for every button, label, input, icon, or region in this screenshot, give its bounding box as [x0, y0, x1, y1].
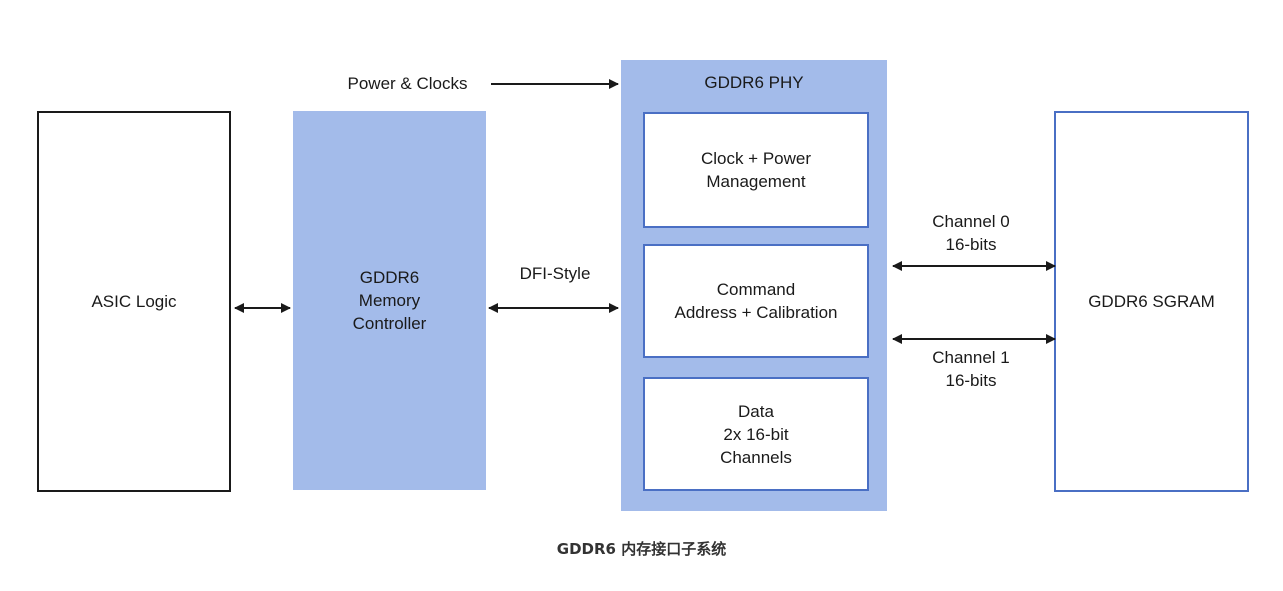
asic-logic-label: ASIC Logic [91, 292, 177, 311]
channel0-label: Channel 0 16-bits [932, 212, 1010, 254]
data-channels-label: Data 2x 16-bit Channels [720, 401, 792, 467]
channel1-label: Channel 1 16-bits [932, 348, 1010, 390]
command-address-label: Command Address + Calibration [674, 280, 838, 322]
clock-power-block: Clock + Power Management [643, 112, 869, 228]
clock-power-label: Clock + Power Management [700, 149, 812, 191]
asic-logic-block: ASIC Logic [37, 111, 231, 492]
power-clocks-label: Power & Clocks [347, 74, 468, 93]
phy-title: GDDR6 PHY [704, 73, 804, 92]
figure-caption: GDDR6 内存接口子系统 [556, 540, 727, 558]
command-address-block: Command Address + Calibration [643, 244, 869, 358]
gddr6-sgram-block: GDDR6 SGRAM [1054, 111, 1249, 492]
memory-controller-label: GDDR6 Memory Controller [352, 268, 427, 333]
memory-controller-block: GDDR6 Memory Controller [293, 111, 486, 490]
dfi-style-label: DFI-Style [519, 264, 591, 283]
data-channels-block: Data 2x 16-bit Channels [643, 377, 869, 491]
sgram-label: GDDR6 SGRAM [1088, 292, 1215, 311]
